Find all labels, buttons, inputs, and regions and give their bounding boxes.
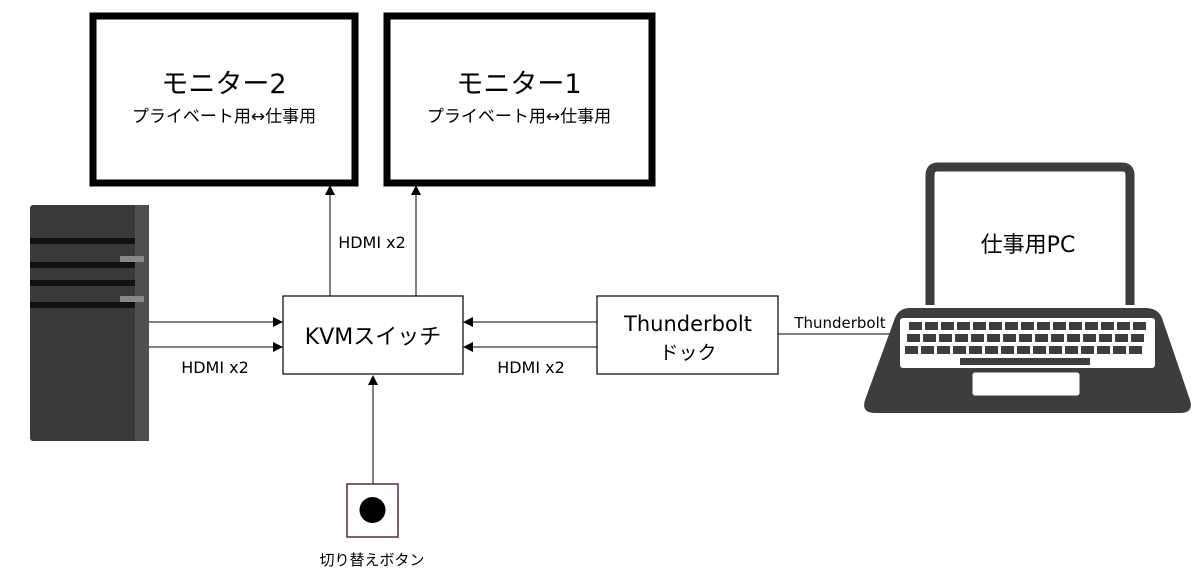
keyboard-key — [1115, 334, 1128, 342]
tower-side — [135, 205, 149, 441]
keyboard-key — [937, 346, 950, 354]
drive-bay — [30, 262, 135, 268]
pc-to-kvm-label: HDMI x2 — [181, 358, 249, 377]
keyboard-key — [941, 322, 954, 330]
webcam-icon — [1023, 173, 1029, 179]
monitor-1-title: モニター1 — [456, 69, 581, 100]
dock-label-line1: Thunderbolt — [623, 312, 752, 336]
drive-slot — [120, 256, 144, 262]
monitor-1: モニター1 プライベート用↔仕事用 — [383, 12, 656, 187]
keyboard-key — [1053, 322, 1066, 330]
keyboard-key — [953, 346, 966, 354]
keyboard-key — [1083, 334, 1096, 342]
keyboard-key — [1019, 334, 1032, 342]
dock-label-line2: ドック — [659, 342, 716, 364]
monitor-2-frame — [89, 12, 359, 187]
switch-button: 切り替えボタン — [319, 483, 425, 569]
keyboard-key — [1003, 334, 1016, 342]
keyboard-key — [1005, 322, 1018, 330]
keyboard-key — [1133, 322, 1146, 330]
drive-bay — [30, 238, 135, 244]
keyboard-key — [985, 346, 998, 354]
desktop-tower-icon — [30, 205, 149, 441]
keyboard-key — [925, 322, 938, 330]
dock-box — [596, 295, 779, 375]
keyboard-key — [1037, 322, 1050, 330]
keyboard-spacebar — [960, 358, 1090, 365]
drive-bay — [30, 280, 135, 286]
thunderbolt-dock: Thunderbolt ドック — [596, 295, 779, 375]
keyboard-key — [1085, 322, 1098, 330]
keyboard-key — [923, 334, 936, 342]
keyboard-key — [1065, 346, 1078, 354]
connection-lines — [149, 185, 905, 484]
keyboard-key — [1033, 346, 1046, 354]
switch-button-knob — [359, 497, 386, 523]
keyboard-key — [989, 322, 1002, 330]
keyboard-key — [987, 334, 1000, 342]
keyboard-key — [1067, 334, 1080, 342]
touchpad — [969, 369, 1083, 399]
keyboard-key — [969, 346, 982, 354]
laptop-screen-label: 仕事用PC — [981, 233, 1076, 258]
laptop-lid — [925, 162, 1135, 305]
kvm-switch: KVMスイッチ — [282, 295, 464, 375]
monitor-1-frame — [383, 12, 656, 187]
keyboard-key — [939, 334, 952, 342]
keyboard-key — [1113, 346, 1126, 354]
monitor-2: モニター2 プライベート用↔仕事用 — [89, 12, 359, 187]
laptop-icon: 仕事用PC — [864, 162, 1191, 413]
keyboard-area — [900, 318, 1155, 368]
keyboard-key — [1049, 346, 1062, 354]
keyboard-key — [1099, 334, 1112, 342]
keyboard-key — [1097, 346, 1110, 354]
keyboard-key — [1101, 322, 1114, 330]
drive-bay — [30, 302, 135, 308]
keyboard-keys — [905, 322, 1146, 365]
keyboard-key — [1035, 334, 1048, 342]
keyboard-key — [907, 334, 920, 342]
drive-slot — [120, 296, 144, 302]
keyboard-key — [1021, 322, 1034, 330]
keyboard-key — [909, 322, 922, 330]
keyboard-key — [1129, 346, 1142, 354]
monitor-2-subtitle: プライベート用↔仕事用 — [132, 107, 316, 127]
laptop-to-dock-label: Thunderbolt — [793, 314, 885, 332]
keyboard-key — [1117, 322, 1130, 330]
keyboard-key — [1017, 346, 1030, 354]
keyboard-key — [1001, 346, 1014, 354]
keyboard-key — [971, 334, 984, 342]
keyboard-key — [957, 322, 970, 330]
switch-button-label: 切り替えボタン — [319, 551, 424, 569]
keyboard-key — [955, 334, 968, 342]
kvm-to-monitors-label: HDMI x2 — [338, 233, 406, 252]
keyboard-key — [905, 346, 918, 354]
monitor-1-subtitle: プライベート用↔仕事用 — [427, 107, 611, 127]
monitor-2-title: モニター2 — [161, 69, 286, 100]
dock-to-kvm-label: HDMI x2 — [497, 358, 565, 377]
kvm-switch-box — [282, 295, 464, 375]
keyboard-key — [973, 322, 986, 330]
kvm-switch-label: KVMスイッチ — [305, 325, 441, 350]
keyboard-key — [1081, 346, 1094, 354]
keyboard-key — [1051, 334, 1064, 342]
keyboard-key — [921, 346, 934, 354]
keyboard-key — [1131, 334, 1144, 342]
keyboard-key — [1069, 322, 1082, 330]
